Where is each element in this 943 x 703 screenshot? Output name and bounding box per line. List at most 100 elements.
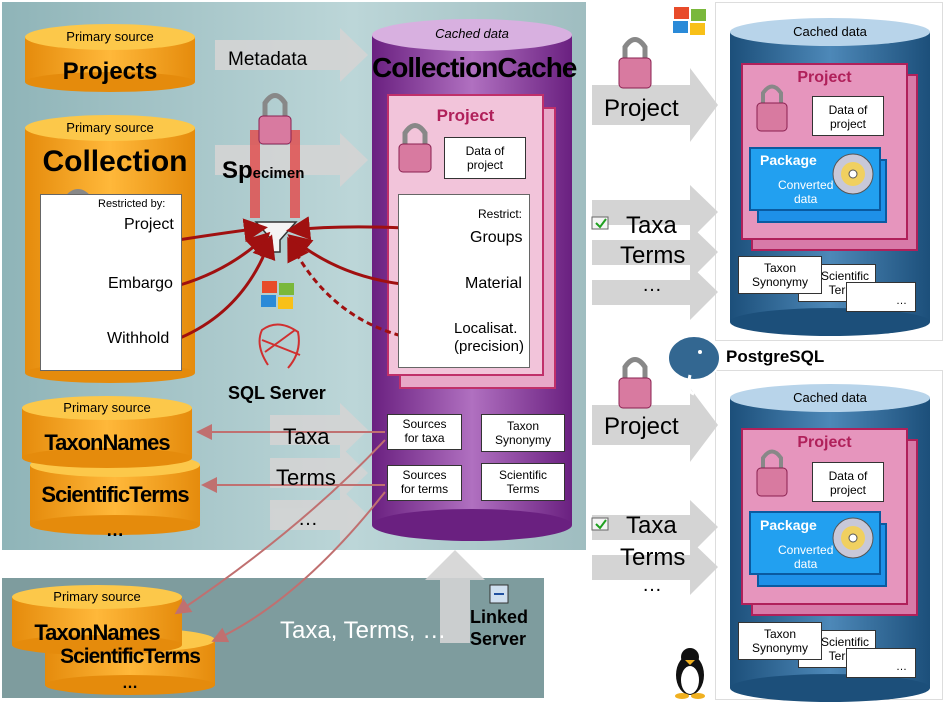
lock-icon-right-2	[618, 357, 652, 409]
right-package-label-2: Package	[760, 517, 817, 533]
sources-for-terms-box: Sources for terms	[387, 465, 462, 501]
lock-icon-cache-right-1	[756, 84, 788, 132]
cd-icon-1	[832, 153, 874, 195]
postgresql-elephant-icon	[667, 335, 721, 396]
right-ellipsis-2: …	[642, 574, 662, 596]
arrow-linked-terms	[211, 491, 386, 643]
bottom-primary-label: Primary source	[53, 589, 141, 604]
cd-icon-2	[832, 517, 874, 559]
cache-cached-data-label: Cached data	[435, 26, 509, 41]
right-data-of-project-2: Data of project	[812, 462, 884, 502]
sql-server-icon	[258, 323, 301, 369]
collection-label: Collection	[42, 145, 188, 178]
lock-icon-right-1	[618, 37, 652, 89]
cache-project-title: Project	[436, 106, 495, 125]
localisat-label: Localisat. (precision)	[454, 320, 525, 355]
restrict-box	[398, 194, 530, 368]
right-taxon-synonymy-2: Taxon Synonymy	[738, 622, 822, 660]
linked-server-icon	[489, 584, 509, 604]
windows-logo-icon	[261, 281, 294, 309]
sql-server-label: SQL Server	[228, 383, 326, 403]
collectioncache-title: CollectionCache	[372, 52, 577, 83]
restriction-withhold: Withhold	[107, 330, 170, 347]
metadata-label: Metadata	[228, 49, 308, 70]
check-icon-2	[591, 517, 609, 531]
right-project-title-1: Project	[797, 69, 852, 86]
right-cached-data-label-2: Cached data	[793, 390, 867, 405]
collection-primary-label: Primary source	[66, 120, 154, 135]
right-package-label-1: Package	[760, 152, 817, 168]
metadata-arrow	[215, 28, 368, 82]
bottom-ellipsis: …	[122, 675, 138, 692]
projects-label: Projects	[62, 58, 158, 85]
data-of-project-box: Data of project	[444, 137, 526, 179]
bottom-flow-label: Taxa, Terms, …	[280, 617, 447, 644]
scientificterms-label: ScientificTerms	[41, 482, 189, 507]
sources-for-taxa-box: Sources for taxa	[387, 414, 462, 450]
restrict-label: Restrict:	[478, 207, 523, 221]
scientificterms-ellipsis: …	[106, 520, 124, 540]
restriction-box	[40, 194, 182, 371]
bottom-scientificterms-label: ScientificTerms	[60, 645, 201, 668]
postgresql-label: PostgreSQL	[726, 347, 825, 366]
check-icon-1	[591, 216, 609, 230]
windows-logo-icon-right	[673, 7, 706, 35]
projects-primary-label: Primary source	[66, 29, 154, 44]
specimen-gate-right	[290, 130, 300, 218]
lock-icon-specimen	[258, 93, 292, 145]
specimen-rest: ecimen	[252, 165, 305, 182]
taxonnames-primary-label: Primary source	[63, 400, 151, 415]
right-more-box-1: …	[846, 282, 916, 312]
specimen-sp: Sp	[222, 157, 253, 184]
right-ellipsis-1: …	[642, 274, 662, 296]
linux-tux-icon	[675, 648, 705, 699]
right-more-arrow-1	[592, 265, 718, 320]
right-converted-data-2: Converted data	[778, 543, 834, 571]
taxonnames-label: TaxonNames	[44, 430, 170, 455]
specimen-label: Specimen	[222, 157, 304, 185]
projects-cylinder	[25, 24, 195, 92]
middle-ellipsis: …	[298, 508, 318, 530]
right-taxa-arrow-1	[592, 185, 718, 240]
linked-server-arrow	[425, 550, 485, 643]
arrow-linked-taxa	[174, 439, 386, 615]
scientific-terms-box: Scientific Terms	[481, 463, 565, 501]
taxa-arrow	[270, 403, 368, 457]
right-terms-arrow-2	[592, 540, 718, 595]
taxon-synonymy-box: Taxon Synonymy	[481, 414, 565, 452]
terms-label: Terms	[276, 465, 336, 490]
bottom-taxonnames-label: TaxonNames	[34, 620, 160, 645]
filter-icon	[254, 221, 298, 253]
lock-icon-cache-right-2	[756, 449, 788, 497]
linked-server-label: Linked Server	[470, 607, 529, 649]
right-more-box-2: …	[846, 648, 916, 678]
arrow-project	[177, 218, 268, 243]
bottom-taxonnames-cylinder	[12, 585, 182, 655]
right-taxa-label-2: Taxa	[626, 512, 677, 539]
right-taxon-synonymy-1: Taxon Synonymy	[738, 256, 822, 294]
specimen-gate-left	[250, 130, 260, 218]
right-cached-data-label-1: Cached data	[793, 24, 867, 39]
terms-arrow	[270, 446, 368, 500]
right-project-label-1: Project	[604, 95, 679, 122]
right-terms-label-2: Terms	[620, 544, 686, 571]
right-project-label-2: Project	[604, 413, 679, 440]
right-terms-label-1: Terms	[620, 242, 686, 269]
more-arrow	[270, 488, 368, 542]
restriction-project: Project	[124, 216, 174, 233]
taxa-label: Taxa	[283, 424, 330, 449]
right-terms-arrow-1	[592, 225, 718, 280]
material-label: Material	[465, 275, 522, 292]
groups-label: Groups	[470, 229, 523, 246]
taxonnames-cylinder	[22, 396, 192, 468]
arrow-withhold	[179, 234, 276, 340]
restricted-by-label: Restricted by:	[98, 198, 166, 210]
lock-icon-cache	[398, 123, 432, 173]
right-project-title-2: Project	[797, 434, 852, 451]
right-taxa-label-1: Taxa	[626, 212, 677, 239]
stop-sign-text: STOP	[60, 331, 94, 345]
restriction-embargo: Embargo	[108, 275, 173, 292]
right-data-of-project-1: Data of project	[812, 96, 884, 136]
arrow-groups	[286, 216, 406, 241]
right-taxa-arrow-2	[592, 500, 718, 555]
